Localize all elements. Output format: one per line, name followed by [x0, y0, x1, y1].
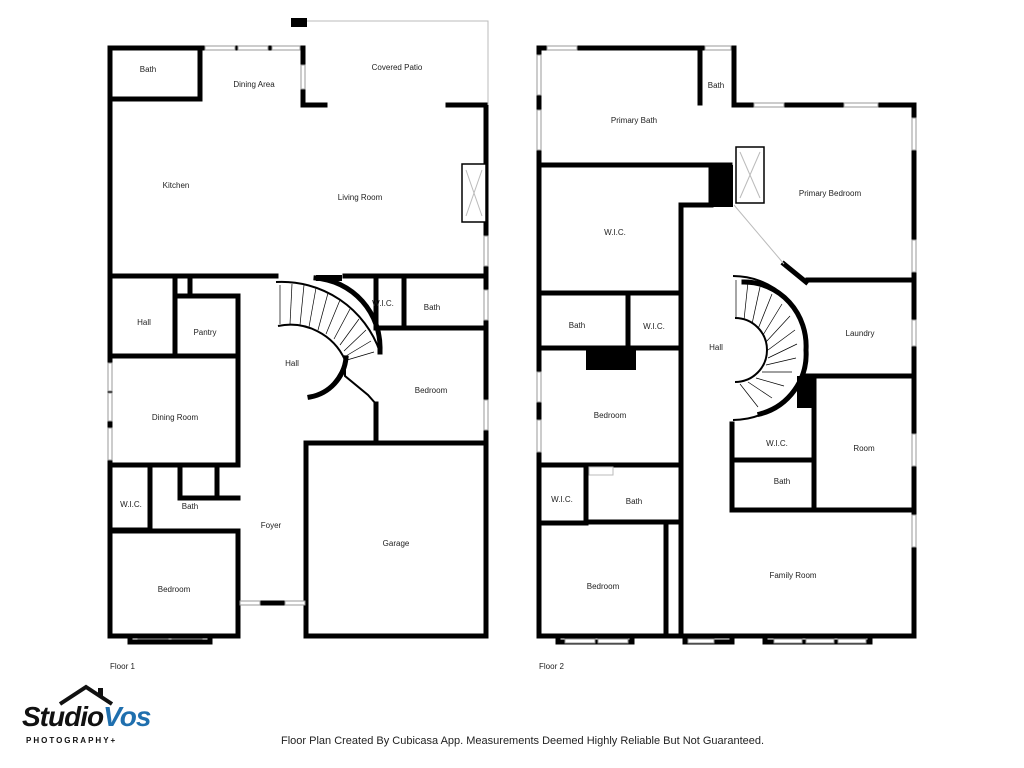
floor1-hall-center-label: Hall	[285, 359, 299, 368]
staircase-floor-2	[732, 275, 809, 421]
floor1-dining-area-label: Dining Area	[233, 80, 275, 89]
floor1-pantry-label: Pantry	[193, 328, 216, 337]
studio-vos-logo: StudioVos PHOTOGRAPHY+	[22, 684, 172, 754]
floor2-laundry-label: Laundry	[846, 329, 875, 338]
floor2-primary-bath-label: Primary Bath	[611, 116, 657, 125]
floor2-hall-label: Hall	[709, 343, 723, 352]
floor2-wic-right-label: W.I.C.	[766, 439, 788, 448]
disclaimer-text: Floor Plan Created By Cubicasa App. Meas…	[281, 735, 765, 747]
logo-brand-studio: Studio	[22, 701, 104, 732]
floor1-kitchen-label: Kitchen	[163, 181, 190, 190]
floor1-bath-top-label: Bath	[140, 65, 156, 74]
floor1-title: Floor 1	[110, 662, 135, 671]
floor2-primary-bedroom-label: Primary Bedroom	[799, 189, 862, 198]
floor1-bath-left-label: Bath	[182, 502, 198, 511]
floor2-bath-bottom-label: Bath	[626, 497, 642, 506]
floor1-dining-room-label: Dining Room	[152, 413, 199, 422]
floor2-wic-mid-label: W.I.C.	[643, 322, 665, 331]
floor2-title: Floor 2	[539, 662, 564, 671]
floor1-bedroom-bottom-label: Bedroom	[158, 585, 191, 594]
floor1-bedroom-right-label: Bedroom	[415, 386, 448, 395]
floor2-family-room-label: Family Room	[769, 571, 816, 580]
floor1-hall-left-label: Hall	[137, 318, 151, 327]
staircase-floor-1	[275, 275, 383, 405]
floor1-garage-label: Garage	[383, 539, 410, 548]
floor2-bath-left-label: Bath	[569, 321, 585, 330]
floor2-wic-bottom-label: W.I.C.	[551, 495, 573, 504]
floor1-bath-center-label: Bath	[424, 303, 440, 312]
floor1-living-room-label: Living Room	[338, 193, 383, 202]
floor2-bath-top-label: Bath	[708, 81, 724, 90]
floor1-wic-center-label: W.I.C.	[372, 299, 394, 308]
floor1-covered-patio-label: Covered Patio	[372, 63, 423, 72]
floor-1-plan	[107, 18, 489, 645]
floor-2-plan	[536, 45, 917, 645]
floor1-foyer-label: Foyer	[261, 521, 282, 530]
floor2-bedroom-bottom-label: Bedroom	[587, 582, 620, 591]
floor2-bedroom-mid-label: Bedroom	[594, 411, 627, 420]
logo-brand: StudioVos	[22, 701, 151, 733]
floor1-wic-left-label: W.I.C.	[120, 500, 142, 509]
floor2-bath-right-label: Bath	[774, 477, 790, 486]
floor2-wic-top-label: W.I.C.	[604, 228, 626, 237]
floor2-room-label: Room	[853, 444, 875, 453]
house-roof-icon	[58, 684, 114, 706]
logo-tagline: PHOTOGRAPHY+	[26, 736, 118, 745]
logo-brand-vos: Vos	[103, 701, 151, 732]
